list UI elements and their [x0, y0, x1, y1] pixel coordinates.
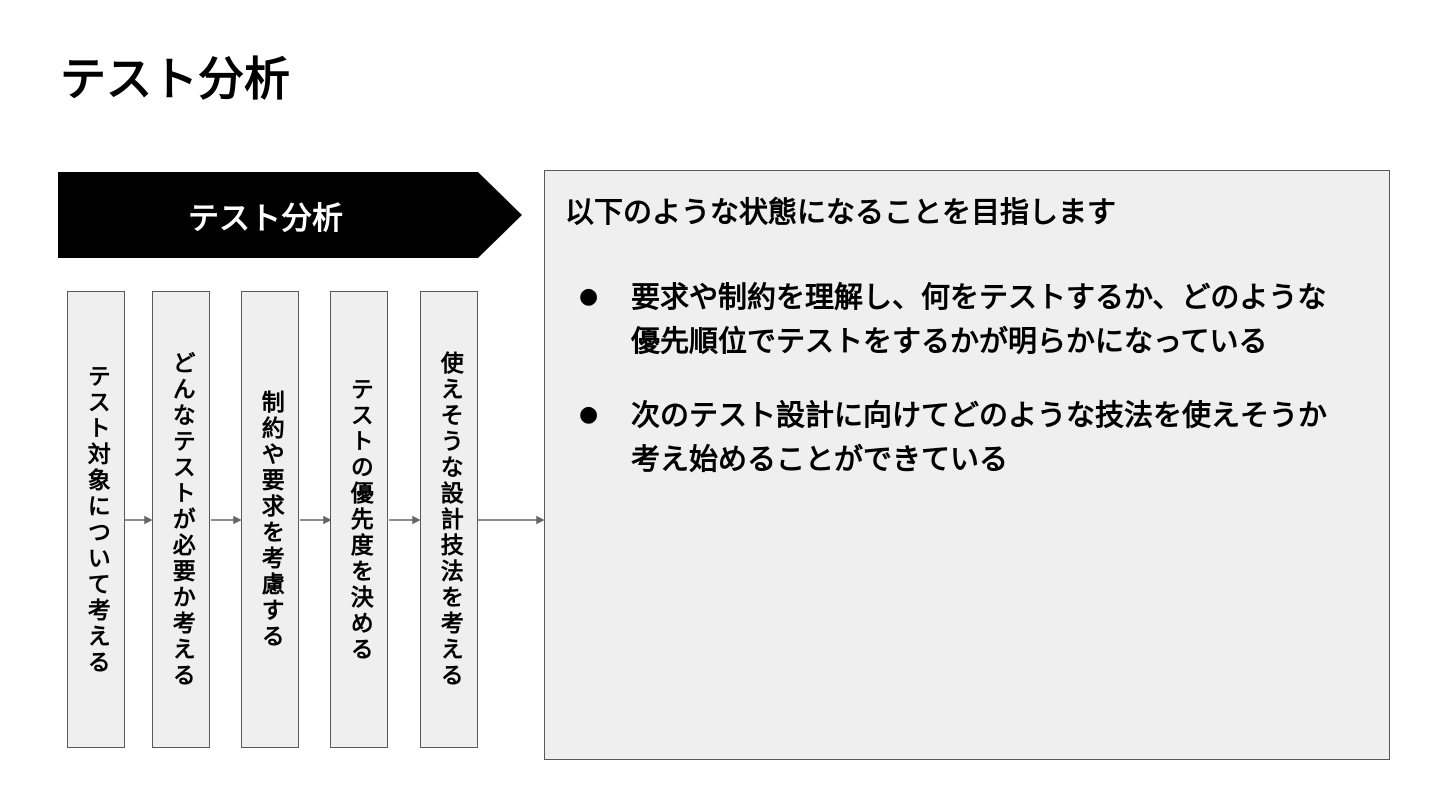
connector-4-arrowhead [412, 515, 421, 525]
banner-arrow-shape [58, 172, 522, 258]
step-label-3: 制約や要求を考慮する [257, 389, 284, 650]
step-label-2: どんなテストが必要か考える [168, 350, 195, 689]
goal-item-text: 次のテスト設計に向けてどのような技法を使えそうか考え始めることができている [631, 398, 1328, 476]
page-title: テスト分析 [60, 52, 290, 106]
step-label-1: テスト対象について考える [83, 363, 110, 676]
banner-label: テスト分析 [188, 200, 343, 237]
connector-1-arrowhead [144, 515, 153, 525]
step-box-1: テスト対象について考える [67, 291, 125, 748]
step-box-5: 使えそうな設計技法を考える [420, 291, 478, 748]
step-box-4: テストの優先度を決める [330, 291, 388, 748]
goal-item-2: ● 次のテスト設計に向けてどのような技法を使えそうか考え始めることができている [573, 393, 1353, 481]
goal-panel: 以下のような状態になることを目指します ● 要求や制約を理解し、何をテストするか… [544, 170, 1390, 760]
step-box-3: 制約や要求を考慮する [241, 291, 299, 748]
step-label-5: 使えそうな設計技法を考える [436, 350, 463, 689]
bullet-icon: ● [579, 402, 599, 427]
step-label-4: テストの優先度を決める [346, 376, 373, 663]
connector-5-arrowhead [536, 515, 545, 525]
goal-item-text: 要求や制約を理解し、何をテストするか、どのような優先順位でテストをするかが明らか… [631, 280, 1327, 358]
connector-2-arrowhead [233, 515, 242, 525]
goal-heading: 以下のような状態になることを目指します [565, 195, 1117, 229]
goal-item-1: ● 要求や制約を理解し、何をテストするか、どのような優先順位でテストをするかが明… [573, 275, 1353, 363]
goal-list: ● 要求や制約を理解し、何をテストするか、どのような優先順位でテストをするかが明… [573, 275, 1353, 511]
bullet-icon: ● [579, 284, 599, 309]
step-box-2: どんなテストが必要か考える [152, 291, 210, 748]
